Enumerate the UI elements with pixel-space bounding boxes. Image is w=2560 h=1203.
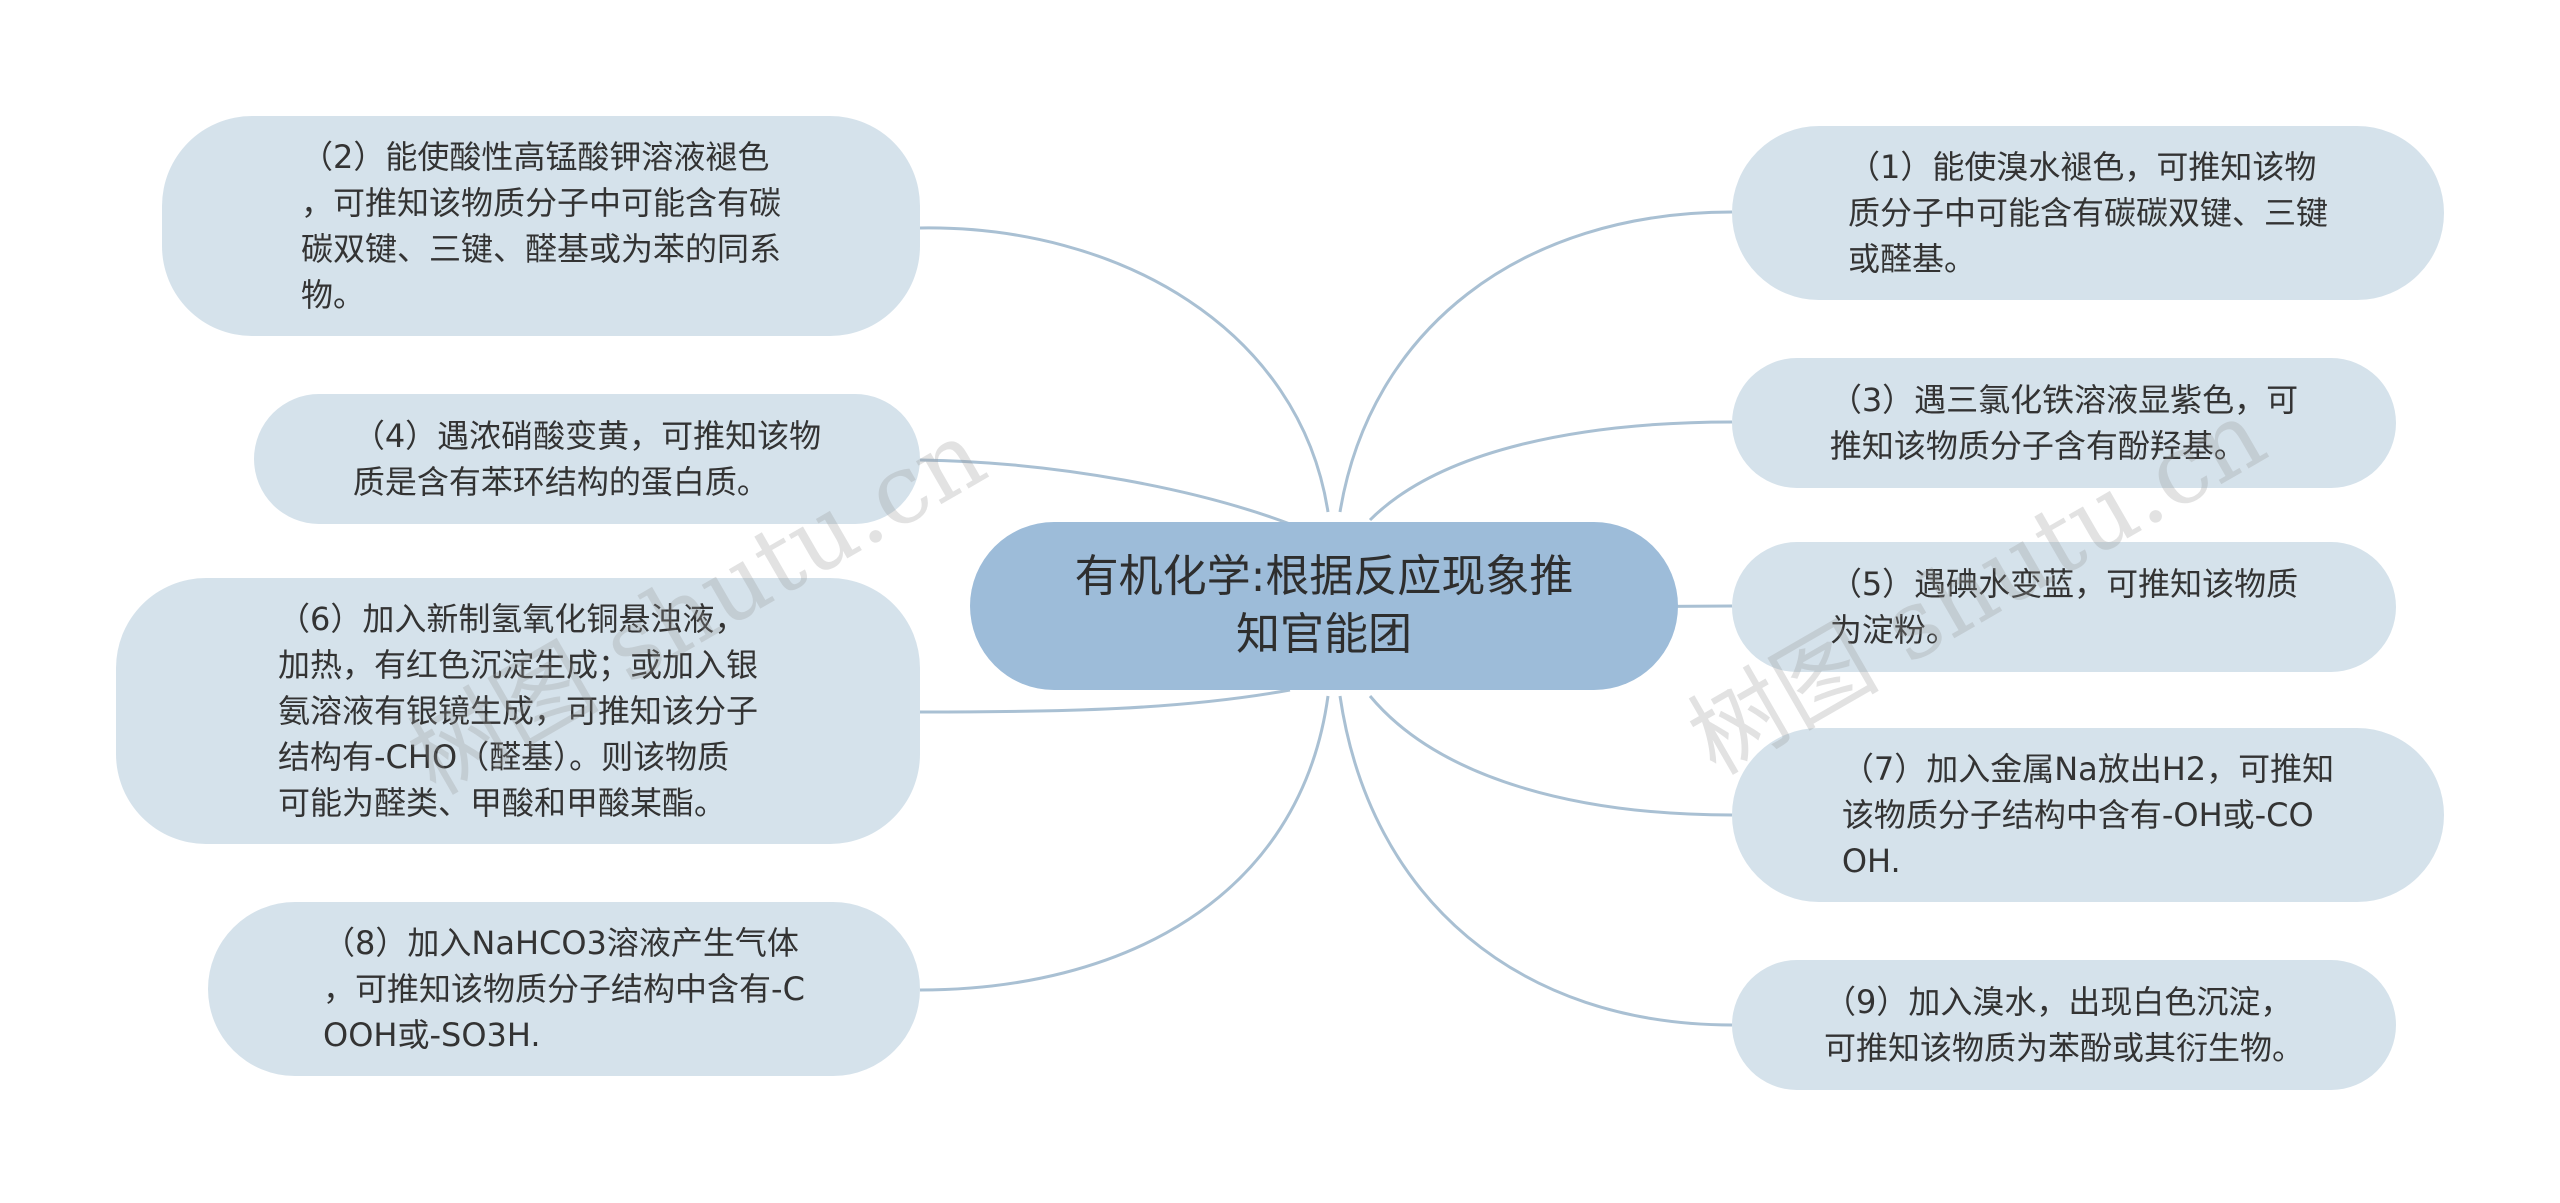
- node-6-text: （6）加入新制氢氧化铜悬浊液， 加热，有红色沉淀生成；或加入银 氨溶液有银镜生成…: [277, 600, 758, 822]
- node-2[interactable]: （2）能使酸性高锰酸钾溶液褪色 ，可推知该物质分子中可能含有碳 碳双键、三键、醛…: [162, 116, 920, 336]
- node-6[interactable]: （6）加入新制氢氧化铜悬浊液， 加热，有红色沉淀生成；或加入银 氨溶液有银镜生成…: [116, 578, 920, 844]
- node-7-text: （7）加入金属Na放出H2，可推知 该物质分子结构中含有-OH或-CO OH.: [1841, 750, 2335, 880]
- node-3[interactable]: （3）遇三氯化铁溶液显紫色，可 推知该物质分子含有酚羟基。: [1732, 358, 2396, 488]
- node-4-text: （4）遇浓硝酸变黄，可推知该物 质是含有苯环结构的蛋白质。: [352, 417, 822, 501]
- link-n1: [1338, 210, 1733, 513]
- node-9-text: （9）加入溴水，出现白色沉淀， 可推知该物质为苯酚或其衍生物。: [1823, 983, 2304, 1067]
- node-7[interactable]: （7）加入金属Na放出H2，可推知 该物质分子结构中含有-OH或-CO OH.: [1732, 728, 2444, 902]
- central-topic-text: 有机化学:根据反应现象推 知官能团: [1074, 551, 1574, 660]
- link-n2: [919, 226, 1330, 513]
- node-8-text: （8）加入NaHCO3溶液产生气体 ，可推知该物质分子结构中含有-C OOH或-…: [323, 924, 805, 1054]
- node-2-text: （2）能使酸性高锰酸钾溶液褪色 ，可推知该物质分子中可能含有碳 碳双键、三键、醛…: [300, 138, 781, 314]
- link-n9: [1338, 695, 1733, 1027]
- node-4[interactable]: （4）遇浓硝酸变黄，可推知该物 质是含有苯环结构的蛋白质。: [254, 394, 920, 524]
- node-3-text: （3）遇三氯化铁溶液显紫色，可 推知该物质分子含有酚羟基。: [1829, 381, 2299, 465]
- node-8[interactable]: （8）加入NaHCO3溶液产生气体 ，可推知该物质分子结构中含有-C OOH或-…: [208, 902, 920, 1076]
- node-1[interactable]: （1）能使溴水褪色，可推知该物 质分子中可能含有碳碳双键、三键 或醛基。: [1732, 126, 2444, 300]
- link-n6: [919, 688, 1291, 714]
- central-topic[interactable]: 有机化学:根据反应现象推 知官能团: [970, 522, 1678, 690]
- link-n4: [919, 458, 1291, 526]
- node-1-text: （1）能使溴水褪色，可推知该物 质分子中可能含有碳碳双键、三键 或醛基。: [1847, 148, 2328, 278]
- node-9[interactable]: （9）加入溴水，出现白色沉淀， 可推知该物质为苯酚或其衍生物。: [1732, 960, 2396, 1090]
- node-5[interactable]: （5）遇碘水变蓝，可推知该物质 为淀粉。: [1732, 542, 2396, 672]
- link-n3: [1368, 420, 1733, 522]
- link-n7: [1368, 695, 1733, 817]
- link-n8: [919, 695, 1330, 992]
- node-5-text: （5）遇碘水变蓝，可推知该物质 为淀粉。: [1829, 565, 2299, 649]
